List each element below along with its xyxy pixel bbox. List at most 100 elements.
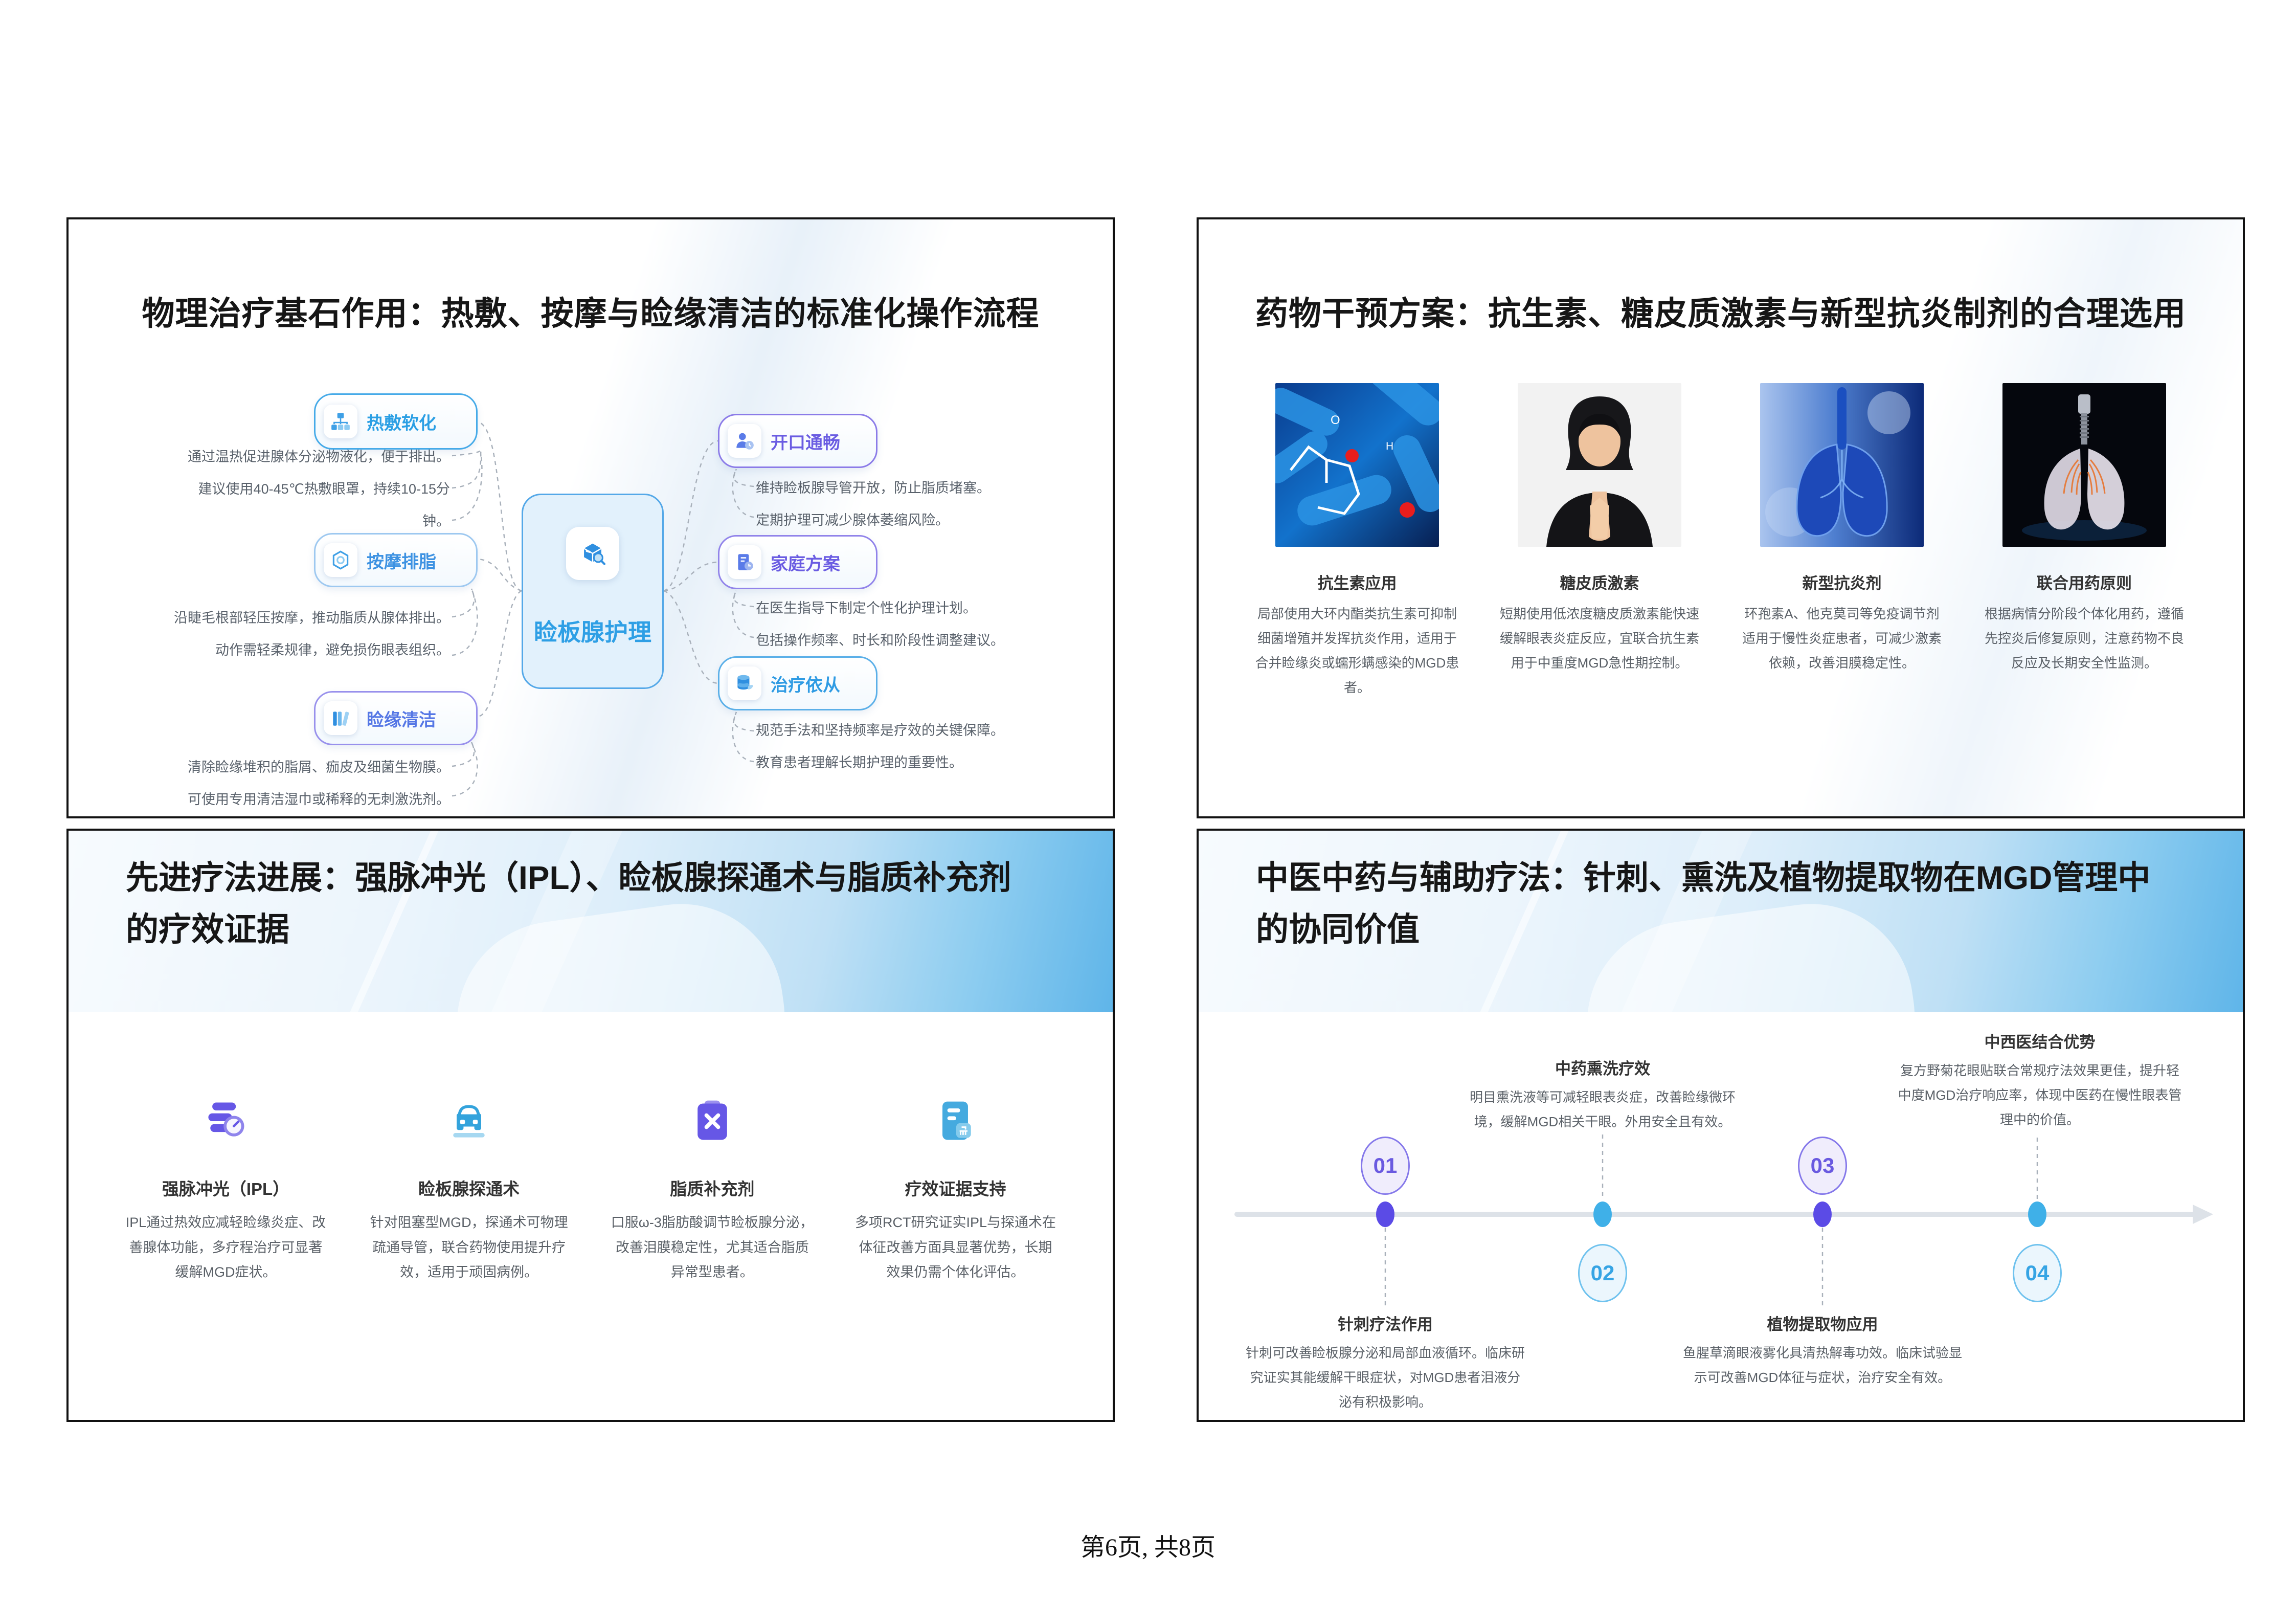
center-node-label: 睑板腺护理 xyxy=(534,619,651,646)
column-probing: 睑板腺探通术 针对阻塞型MGD，探通术可物理疏通导管，联合药物使用提升疗效，适用… xyxy=(368,1097,570,1285)
column-title: 疗效证据支持 xyxy=(905,1180,1006,1198)
desc-line: 在医生指导下制定个性化护理计划。 xyxy=(756,600,977,616)
panel1-title: 物理治疗基石作用：热敷、按摩与睑缘清洁的标准化操作流程 xyxy=(142,295,1040,332)
node-massage: 按摩排脂 xyxy=(314,533,478,587)
blue-lungs-photo xyxy=(1760,383,1924,547)
card-description: 环孢素A、他克莫司等免疫调节剂适用于慢性炎症患者，可减少激素依赖，改善泪膜稳定性… xyxy=(1742,606,1942,671)
column-title: 强脉冲光（IPL） xyxy=(162,1180,290,1198)
node-label: 家庭方案 xyxy=(771,554,840,574)
card-antiinflammatory: 新型抗炎剂 环孢素A、他克莫司等免疫调节剂适用于慢性炎症患者，可减少激素依赖，改… xyxy=(1735,383,1949,700)
milestone-title: 中西医结合优势 xyxy=(1984,1033,2096,1051)
node-label: 睑缘清洁 xyxy=(367,710,436,730)
card-caption: 联合用药原则 xyxy=(2037,574,2132,592)
family-description: 在医生指导下制定个性化护理计划。 包括操作频率、时长和阶段性调整建议。 xyxy=(756,592,1109,657)
page-number: 第6页, 共8页 xyxy=(1080,1534,1215,1561)
title-line: 的协同价值 xyxy=(1256,911,1420,948)
car-icon xyxy=(444,1097,493,1146)
desc-line: 建议使用40-45℃热敷眼罩，持续10-15分 xyxy=(198,481,450,497)
panel4-header-band: 中医中药与辅助疗法：针刺、熏洗及植物提取物在MGD管理中 的协同价值 xyxy=(1199,831,2243,1012)
ipl-gauge-icon xyxy=(201,1097,251,1146)
woman-praying-hands-photo xyxy=(1518,383,1681,547)
column-description: 多项RCT研究证实IPL与探通术在体征改善方面具显著优势，长期效果仍需个体化评估… xyxy=(854,1215,1056,1280)
column-description: 口服ω-3脂肪酸调节睑板腺分泌，改善泪膜稳定性，尤其适合脂质异常型患者。 xyxy=(611,1215,814,1280)
desc-line: 动作需轻柔规律，避免损伤眼表组织。 xyxy=(215,642,450,658)
milestone-herbal-wash: 中药熏洗疗效 明目熏洗液等可减轻眼表炎症，改善睑缘微环境，缓解MGD相关干眼。外… xyxy=(1462,1056,1743,1134)
node-meibomian-care: 睑板腺护理 xyxy=(522,494,664,689)
node-label: 按摩排脂 xyxy=(367,552,436,572)
desc-line: 钟。 xyxy=(422,514,450,529)
node-duct-open: 开口通畅 xyxy=(718,414,877,468)
lungs-device-photo xyxy=(2002,383,2166,547)
panel2-title: 药物干预方案：抗生素、糖皮质激素与新型抗炎制剂的合理选用 xyxy=(1255,295,2186,332)
panel-advanced-therapies: 先进疗法进展：强脉冲光（IPL）、睑板腺探通术与脂质补充剂 的疗效证据 强脉冲光… xyxy=(66,829,1115,1422)
milestone-number-badge: 01 xyxy=(1361,1137,1410,1195)
heat-description: 通过温热促进腺体分泌物液化，便于排出。 建议使用40-45℃热敷眼罩，持续10-… xyxy=(89,441,450,538)
node-heat-soften: 热敷软化 xyxy=(314,393,478,450)
massage-description: 沿睫毛根部轻压按摩，推动脂质从腺体排出。 动作需轻柔规律，避免损伤眼表组织。 xyxy=(79,602,450,666)
bacteria-molecule-photo: O H xyxy=(1275,383,1439,547)
card-antibiotic: O H 抗生素应用 局部使用大环内酯类抗生素可抑制细菌增殖并发挥抗炎作用，适用于… xyxy=(1250,383,1465,700)
desc-line: 通过温热促进腺体分泌物液化，便于排出。 xyxy=(188,449,450,464)
drug-cards-row: O H 抗生素应用 局部使用大环内酯类抗生素可抑制细菌增殖并发挥抗炎作用，适用于… xyxy=(1199,383,2243,700)
column-title: 脂质补充剂 xyxy=(670,1180,755,1198)
sitemap-icon xyxy=(324,405,357,438)
column-description: IPL通过热效应减轻睑缘炎症、改善腺体功能，多疗程治疗可显著缓解MGD症状。 xyxy=(125,1215,326,1280)
title-line: 先进疗法进展：强脉冲光（IPL）、睑板腺探通术与脂质补充剂 xyxy=(126,859,1011,896)
hexagon-icon xyxy=(324,543,357,577)
panel-tcm-therapies: 中医中药与辅助疗法：针刺、熏洗及植物提取物在MGD管理中 的协同价值 01 02… xyxy=(1197,829,2245,1422)
node-home-plan: 家庭方案 xyxy=(718,535,877,589)
card-caption: 抗生素应用 xyxy=(1317,574,1397,592)
column-title: 睑板腺探通术 xyxy=(418,1180,520,1198)
person-clock-icon xyxy=(728,424,761,458)
open-description: 维持睑板腺导管开放，防止脂质堵塞。 定期护理可减少腺体萎缩风险。 xyxy=(756,472,1109,537)
box-search-icon xyxy=(566,527,619,580)
column-ipl: 强脉冲光（IPL） IPL通过热效应减轻睑缘炎症、改善腺体功能，多疗程治疗可显著… xyxy=(125,1097,327,1285)
milestone-description: 针刺可改善睑板腺分泌和局部血液循环。临床研究证实其能缓解干眼症状，对MGD患者泪… xyxy=(1245,1345,1525,1410)
books-icon xyxy=(324,701,357,735)
desc-line: 定期护理可减少腺体萎缩风险。 xyxy=(756,513,949,528)
node-lid-clean: 睑缘清洁 xyxy=(314,691,478,745)
card-description: 局部使用大环内酯类抗生素可抑制细菌增殖并发挥抗炎作用，适用于合并睑缘炎或蠕形螨感… xyxy=(1255,606,1459,696)
milestone-plant-extract: 植物提取物应用 鱼腥草滴眼液雾化具清热解毒功效。临床试验显示可改善MGD体征与症… xyxy=(1682,1311,1963,1390)
mindmap-connectors xyxy=(452,421,754,797)
desc-line: 包括操作频率、时长和阶段性调整建议。 xyxy=(756,633,1004,648)
title-line: 中医中药与辅助疗法：针刺、熏洗及植物提取物在MGD管理中 xyxy=(1256,859,2151,896)
svg-text:O: O xyxy=(1331,413,1340,427)
milestone-description: 复方野菊花眼贴联合常规疗法效果更佳，提升轻中度MGD治疗响应率，体现中医药在慢性… xyxy=(1898,1063,2182,1128)
milestone-integration: 中西医结合优势 复方野菊花眼贴联合常规疗法效果更佳，提升轻中度MGD治疗响应率，… xyxy=(1896,1029,2184,1132)
card-description: 根据病情分阶段个体化用药，遵循先控炎后修复原则，注意药物不良反应及长期安全性监测… xyxy=(1984,606,2184,671)
desc-line: 规范手法和坚持频率是疗效的关键保障。 xyxy=(756,723,1004,738)
milestone-description: 鱼腥草滴眼液雾化具清热解毒功效。临床试验显示可改善MGD体征与症状，治疗安全有效… xyxy=(1682,1345,1962,1386)
desc-line: 教育患者理解长期护理的重要性。 xyxy=(756,755,963,770)
panel4-title: 中医中药与辅助疗法：针刺、熏洗及植物提取物在MGD管理中 的协同价值 xyxy=(1256,852,2150,955)
milestone-title: 针刺疗法作用 xyxy=(1338,1316,1433,1333)
file-clock-icon xyxy=(728,545,761,579)
milestone-number-badge: 03 xyxy=(1798,1137,1847,1195)
desc-line: 可使用专用清洁湿巾或稀释的无刺激洗剂。 xyxy=(188,792,450,807)
node-compliance: 治疗依从 xyxy=(718,656,877,710)
panel-drug-intervention: 药物干预方案：抗生素、糖皮质激素与新型抗炎制剂的合理选用 xyxy=(1197,217,2245,818)
svg-text:H: H xyxy=(1386,440,1393,452)
column-lipid: 脂质补充剂 口服ω-3脂肪酸调节睑板腺分泌，改善泪膜稳定性，尤其适合脂质异常型患… xyxy=(611,1097,814,1285)
milestone-description: 明目熏洗液等可减轻眼表炎症，改善睑缘微环境，缓解MGD相关干眼。外用安全且有效。 xyxy=(1469,1089,1736,1130)
therapy-columns-row: 强脉冲光（IPL） IPL通过热效应减轻睑缘炎症、改善腺体功能，多疗程治疗可显著… xyxy=(69,1097,1113,1285)
database-leaf-icon xyxy=(728,666,761,700)
card-caption: 新型抗炎剂 xyxy=(1802,574,1882,592)
comply-description: 规范手法和坚持频率是疗效的关键保障。 教育患者理解长期护理的重要性。 xyxy=(756,715,1109,779)
card-caption: 糖皮质激素 xyxy=(1560,574,1639,592)
milestone-acupuncture: 针刺疗法作用 针刺可改善睑板腺分泌和局部血液循环。临床研究证实其能缓解干眼症状，… xyxy=(1245,1311,1526,1414)
card-description: 短期使用低浓度糖皮质激素能快速缓解眼表炎症反应，宜联合抗生素用于中重度MGD急性… xyxy=(1499,606,1699,671)
column-evidence: 疗效证据支持 多项RCT研究证实IPL与探通术在体征改善方面具显著优势，长期效果… xyxy=(854,1097,1056,1285)
card-steroid: 糖皮质激素 短期使用低浓度糖皮质激素能快速缓解眼表炎症反应，宜联合抗生素用于中重… xyxy=(1492,383,1707,700)
title-line: 的疗效证据 xyxy=(126,911,289,948)
node-label: 热敷软化 xyxy=(367,413,436,433)
clean-description: 清除睑缘堆积的脂屑、痂皮及细菌生物膜。 可使用专用清洁湿巾或稀释的无刺激洗剂。 xyxy=(89,751,450,816)
panel3-header-band: 先进疗法进展：强脉冲光（IPL）、睑板腺探通术与脂质补充剂 的疗效证据 xyxy=(69,831,1113,1012)
desc-line: 沿睫毛根部轻压按摩，推动脂质从腺体排出。 xyxy=(174,610,450,626)
milestone-title: 植物提取物应用 xyxy=(1767,1316,1878,1333)
milestone-title: 中药熏洗疗效 xyxy=(1555,1060,1650,1078)
card-combination: 联合用药原则 根据病情分阶段个体化用药，遵循先控炎后修复原则，注意药物不良反应及… xyxy=(1977,383,2192,700)
desc-line: 清除睑缘堆积的脂屑、痂皮及细菌生物膜。 xyxy=(188,760,450,775)
panel3-title: 先进疗法进展：强脉冲光（IPL）、睑板腺探通术与脂质补充剂 的疗效证据 xyxy=(126,852,1011,955)
